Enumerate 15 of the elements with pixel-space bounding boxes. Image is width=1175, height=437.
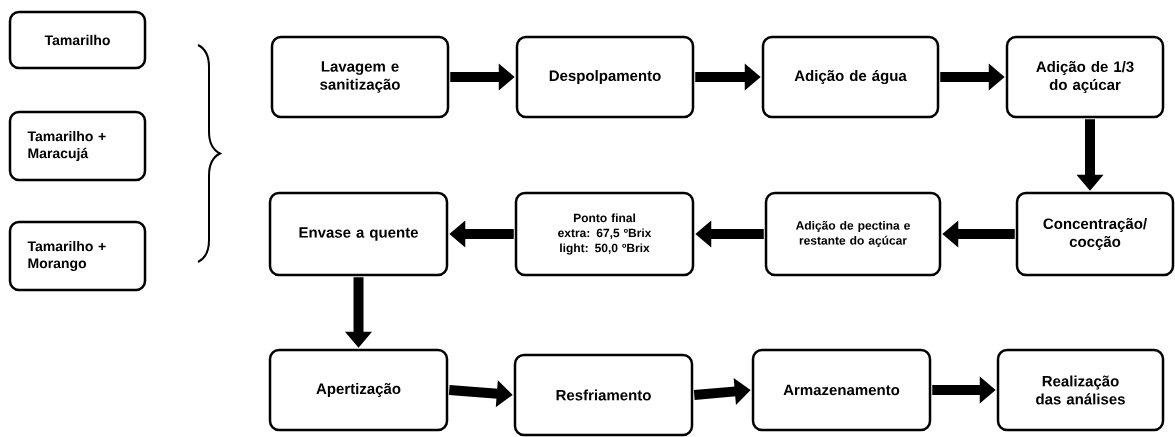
process-box: Lavagem e sanitização (270, 35, 450, 119)
process-box: Realização das análises (996, 348, 1165, 432)
process-box: Adição de água (761, 35, 940, 119)
process-box: Tamarilho (8, 10, 147, 70)
process-box: Envase a quente (268, 191, 449, 277)
process-box: Tamarilho + Morango (8, 220, 147, 292)
process-box: Apertização (268, 348, 449, 432)
process-box: Adição de 1/3 do açúcar (1005, 35, 1165, 119)
process-box: Tamarilho + Maracujá (8, 110, 147, 182)
process-box: Adição de pectina e restante do açúcar (764, 191, 942, 277)
process-box: Despolpamento (515, 35, 695, 119)
process-box: Concentração/ cocção (1015, 191, 1175, 277)
process-box: Resfriamento (513, 353, 694, 437)
process-box: Ponto final extra: 67,5 ºBrix light: 50,0 ºBrix (514, 191, 695, 277)
process-box: Armazenamento (751, 348, 932, 432)
